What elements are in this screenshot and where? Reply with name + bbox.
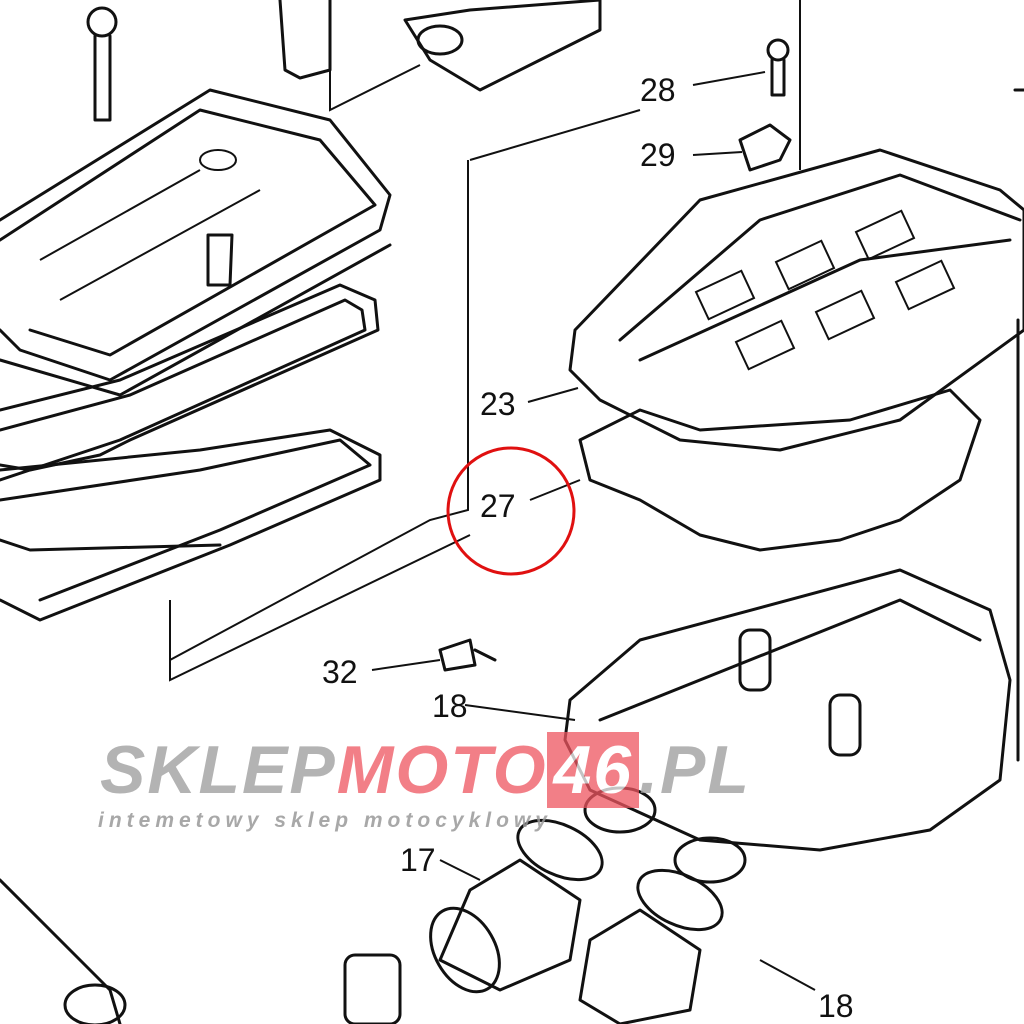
clamp-29	[738, 123, 792, 172]
part-label-32: 32	[322, 654, 358, 690]
gasket-27	[578, 388, 982, 552]
bolt	[86, 6, 118, 122]
screw-28	[766, 38, 790, 97]
intake-joints	[0, 818, 724, 1024]
part-label-18-lower: 18	[818, 988, 854, 1024]
part-label-29: 29	[640, 137, 676, 173]
watermark-part3: 46	[547, 732, 640, 808]
watermark-part4: .PL	[639, 732, 751, 808]
intake-hose	[278, 0, 602, 92]
part-label-28: 28	[640, 72, 676, 108]
air-cleaner-lower-case	[563, 568, 1012, 884]
watermark-logo: SKLEPMOTO46.PL	[100, 732, 751, 808]
highlight-circle	[446, 446, 576, 576]
air-filter-case	[568, 148, 1024, 452]
leader-lines	[371, 71, 816, 991]
watermark-part1: SKLEP	[100, 732, 337, 808]
air-cleaner-cover	[0, 88, 392, 397]
gaskets-left	[0, 283, 382, 622]
part-label-27: 27	[480, 488, 516, 524]
bolt-32	[438, 638, 497, 672]
part-label-17: 17	[400, 842, 436, 878]
part-label-23: 23	[480, 386, 516, 422]
watermark-part2: MOTO	[336, 732, 548, 808]
part-label-18: 18	[432, 688, 468, 724]
watermark-subtitle: intemetowy sklep motocyklowy	[98, 809, 552, 832]
